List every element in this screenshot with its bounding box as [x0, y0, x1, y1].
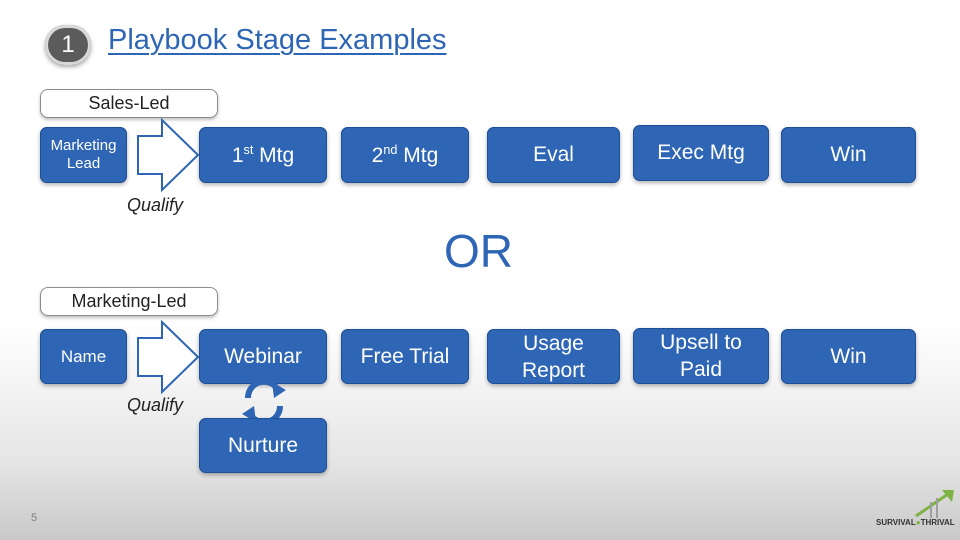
- marketing-stage-win: Win: [781, 329, 916, 384]
- page-number: 5: [31, 512, 38, 524]
- sales-stage-win: Win: [781, 127, 916, 183]
- marketing-qualify-label: Qualify: [127, 395, 184, 415]
- sales-qualify-label: Qualify: [127, 195, 184, 215]
- sales-entry-label: Marketing Lead: [50, 137, 117, 172]
- marketing-stage-usage-report: Usage Report: [487, 329, 620, 384]
- marketing-stage-free-trial: Free Trial: [341, 329, 469, 384]
- logo-arrow-icon: [915, 490, 954, 518]
- stage-label: Win: [830, 143, 867, 166]
- stage-label: Eval: [533, 143, 574, 166]
- stage-label: Free Trial: [360, 344, 450, 368]
- nurture-label: Nurture: [227, 433, 299, 457]
- sales-led-tag: Sales-Led: [40, 89, 218, 118]
- page-title: Playbook Stage Examples: [108, 24, 447, 56]
- stage-label: Exec Mtg: [657, 141, 745, 164]
- nurture-box: Nurture: [199, 418, 327, 473]
- sales-qualify-arrow: [137, 118, 200, 192]
- or-separator: OR: [444, 225, 513, 277]
- sales-stage-2nd-mtg: 2nd Mtg: [341, 127, 469, 183]
- badge-number: 1: [61, 31, 75, 58]
- logo-text: SURVIVAL●THRIVAL: [876, 518, 955, 527]
- company-logo: SURVIVAL●THRIVAL: [876, 488, 958, 532]
- sales-entry-box: Marketing Lead: [40, 127, 127, 183]
- sales-stage-eval: Eval: [487, 127, 620, 183]
- stage-label: 1st Mtg: [231, 142, 295, 167]
- slide-number-badge: 1: [45, 25, 91, 65]
- marketing-entry-box: Name: [40, 329, 127, 384]
- marketing-entry-label: Name: [60, 346, 107, 366]
- stage-label: Usage Report: [521, 331, 586, 382]
- stage-label: Win: [830, 344, 867, 368]
- stage-label: Upsell to Paid: [660, 331, 742, 381]
- marketing-led-tag: Marketing-Led: [40, 287, 218, 316]
- sales-stage-1st-mtg: 1st Mtg: [199, 127, 327, 183]
- marketing-qualify-arrow: [137, 320, 200, 394]
- stage-label: 2nd Mtg: [371, 142, 439, 167]
- marketing-stage-upsell-to-paid: Upsell to Paid: [633, 328, 769, 384]
- stage-label: Webinar: [224, 344, 302, 368]
- marketing-stage-webinar: Webinar: [199, 329, 327, 384]
- sales-stage-exec-mtg: Exec Mtg: [633, 125, 769, 181]
